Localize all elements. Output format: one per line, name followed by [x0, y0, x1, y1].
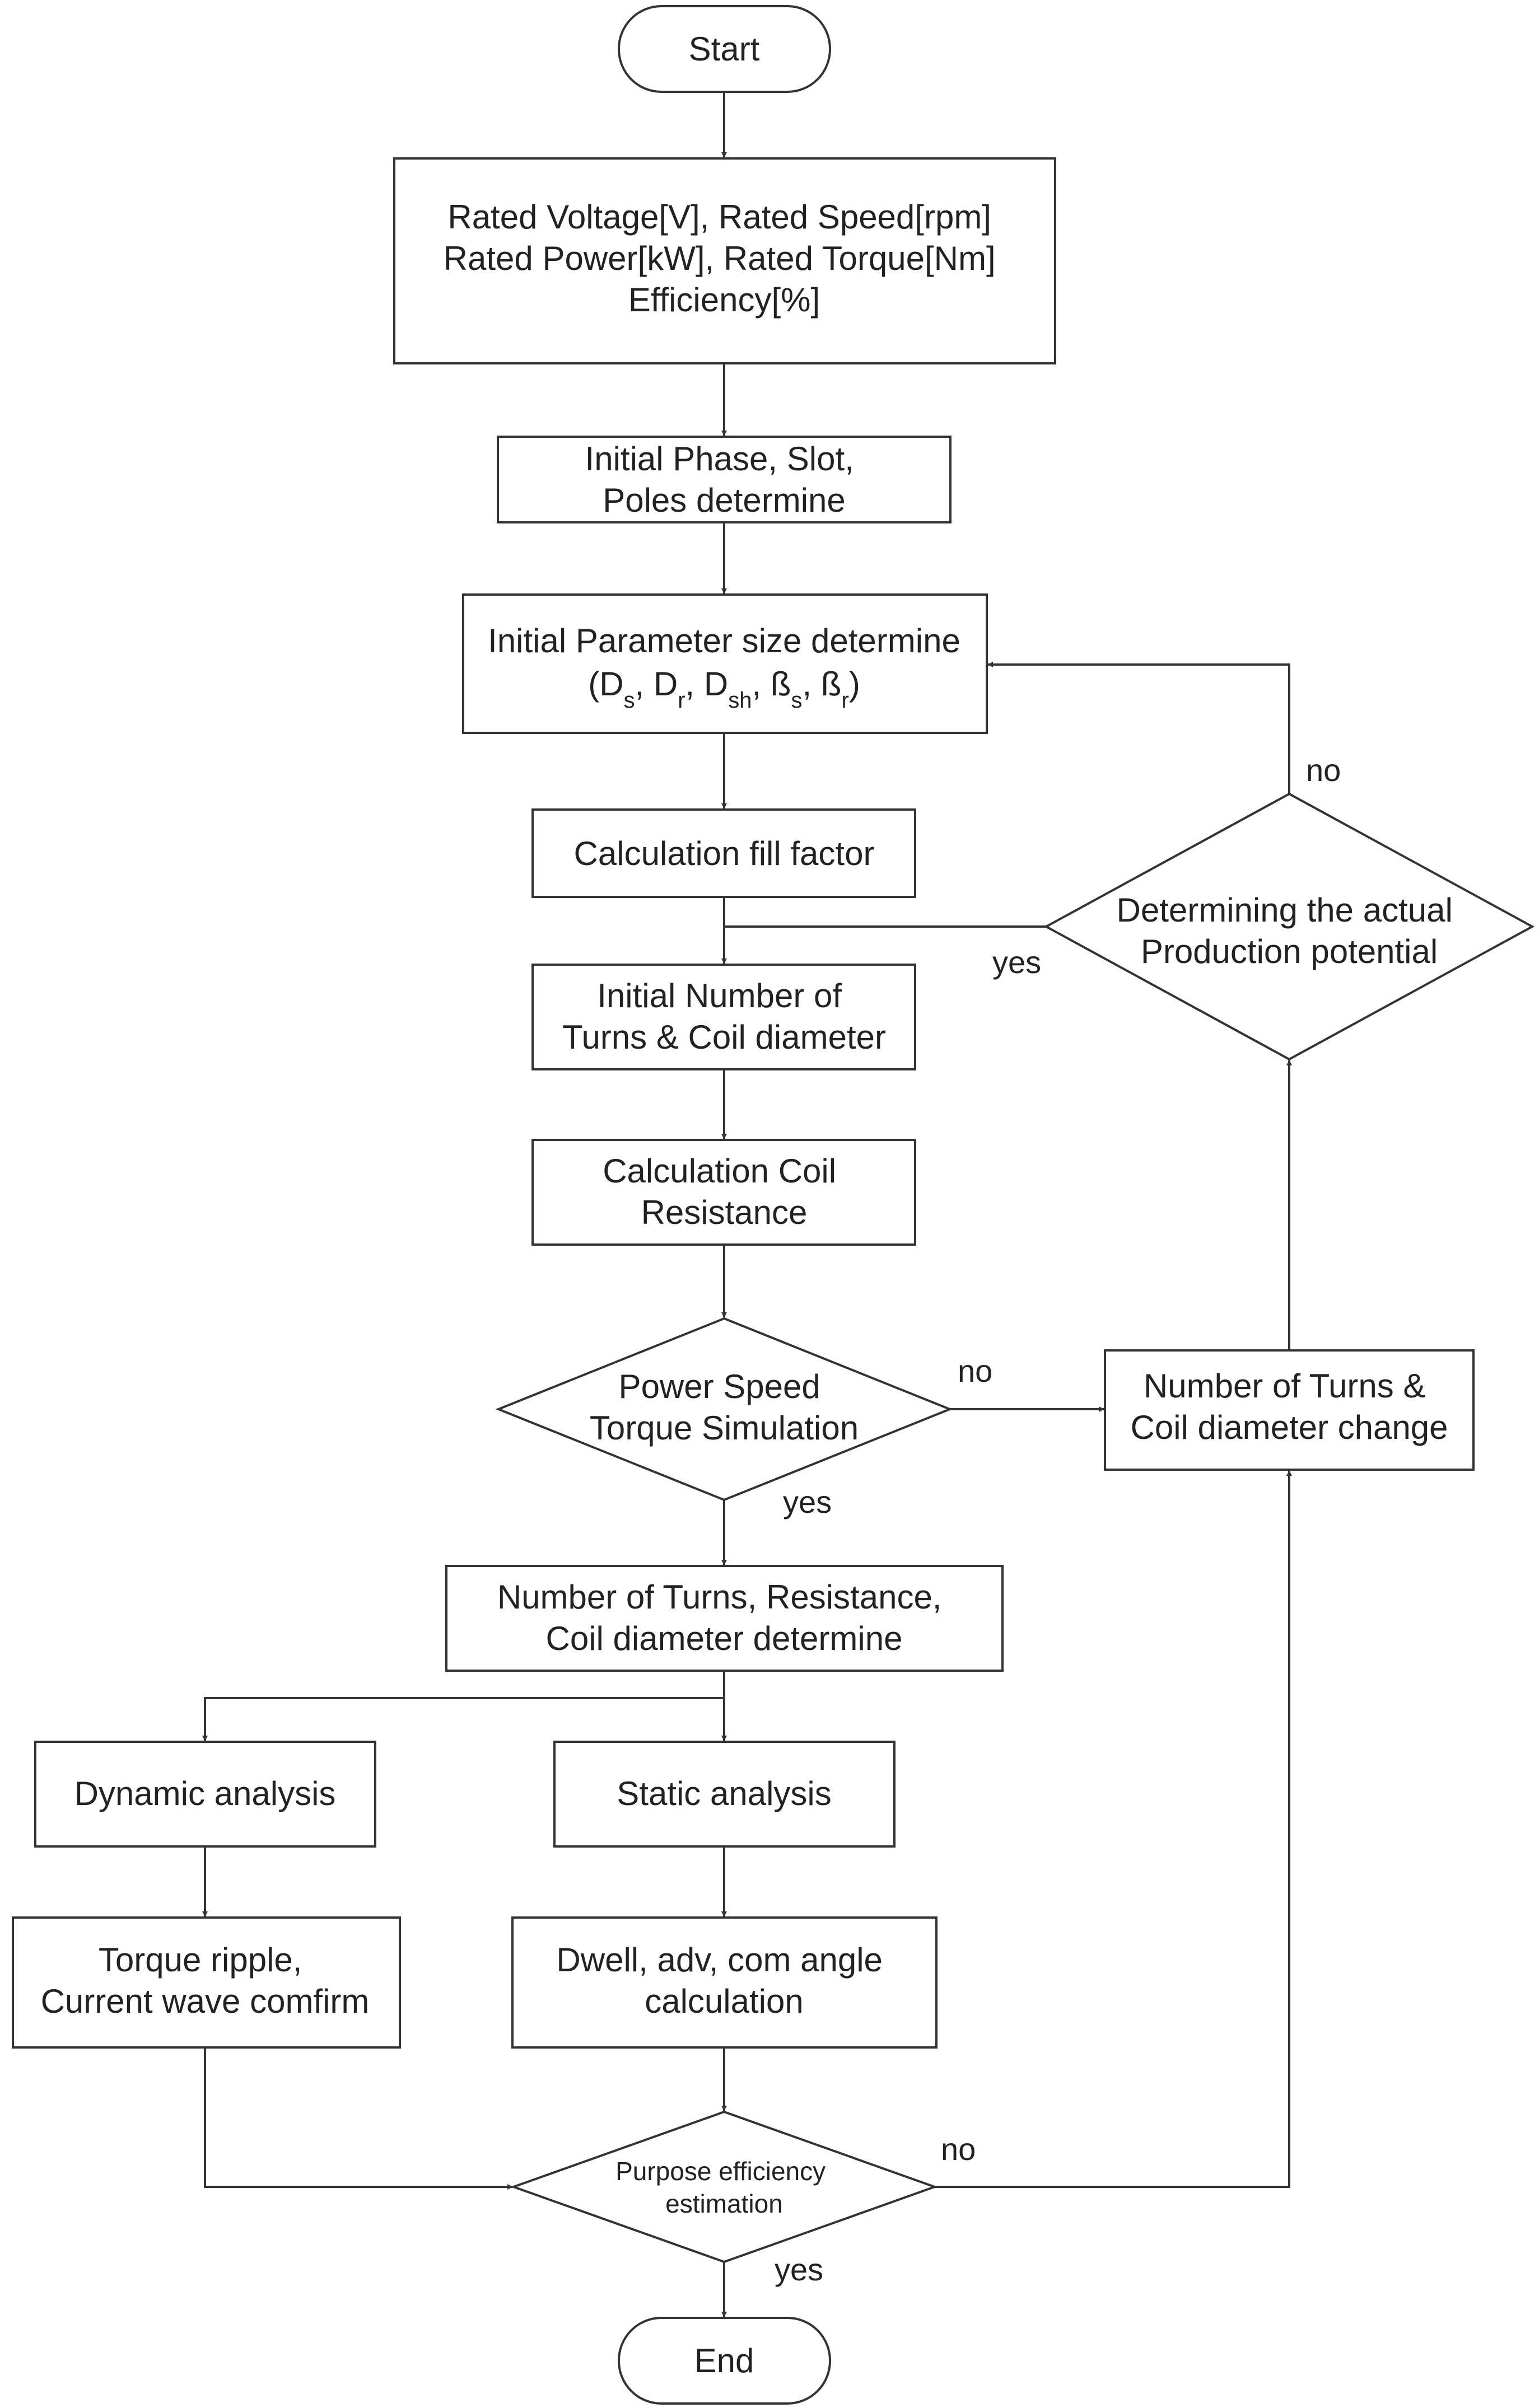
node-production-label: Determining the actual Production potent… — [1117, 891, 1462, 970]
node-turns-change-label: Number of Turns & Coil diameter change — [1131, 1367, 1448, 1446]
node-dynamic-label: Dynamic analysis — [74, 1775, 336, 1812]
node-turns-determine-label: Number of Turns, Resistance, Coil diamet… — [497, 1578, 951, 1657]
node-initial-parameter-label: Initial Parameter size determine — [488, 622, 960, 660]
node-initial-parameter: Initial Parameter size determine (Ds, Dr… — [462, 593, 988, 734]
label-efficiency-yes: yes — [775, 2252, 823, 2287]
node-coil-resistance: Calculation Coil Resistance — [531, 1139, 916, 1246]
node-simulation: Power Speed Torque Simulation — [495, 1317, 953, 1502]
node-initial-phase: Initial Phase, Slot, Poles determine — [497, 436, 952, 523]
label-efficiency-no: no — [941, 2131, 976, 2167]
node-end: End — [618, 2317, 831, 2405]
node-initial-phase-label: Initial Phase, Slot, Poles determine — [585, 440, 864, 519]
edge-ripple-to-efficiency — [204, 2047, 513, 2190]
node-torque-ripple: Torque ripple, Current wave comfirm — [12, 1916, 401, 2049]
node-initial-turns: Initial Number of Turns & Coil diameter — [531, 964, 916, 1070]
node-production: Determining the actual Production potent… — [1043, 792, 1535, 1061]
node-rated-inputs-label: Rated Voltage[V], Rated Speed[rpm] Rated… — [444, 198, 1005, 319]
node-turns-change: Number of Turns & Coil diameter change — [1104, 1349, 1475, 1471]
node-fill-factor: Calculation fill factor — [531, 808, 916, 898]
node-start-label: Start — [689, 30, 760, 68]
node-coil-resistance-label: Calculation Coil Resistance — [603, 1152, 846, 1231]
edge-determine-to-dynamic — [202, 1697, 724, 1741]
node-simulation-label: Power Speed Torque Simulation — [590, 1368, 859, 1447]
node-initial-parameter-symbols: (Ds, Dr, Dsh, ßs, ßr) — [588, 665, 860, 713]
node-dwell-label: Dwell, adv, com angle calculation — [556, 1941, 892, 2020]
node-end-label: End — [694, 2342, 754, 2379]
node-rated-inputs: Rated Voltage[V], Rated Speed[rpm] Rated… — [393, 157, 1056, 364]
edge-production-no — [987, 662, 1290, 794]
label-production-yes: yes — [992, 945, 1041, 980]
node-fill-factor-label: Calculation fill factor — [574, 835, 875, 872]
node-dwell: Dwell, adv, com angle calculation — [511, 1916, 938, 2049]
node-start: Start — [618, 5, 831, 93]
node-turns-determine: Number of Turns, Resistance, Coil diamet… — [445, 1565, 1004, 1672]
node-initial-turns-label: Initial Number of Turns & Coil diameter — [562, 977, 886, 1056]
label-simulation-no: no — [958, 1353, 992, 1388]
label-simulation-yes: yes — [783, 1484, 832, 1519]
node-static: Static analysis — [553, 1741, 896, 1848]
label-production-no: no — [1306, 752, 1341, 788]
node-efficiency: Purpose efficiency estimation — [510, 2110, 938, 2264]
node-efficiency-label: Purpose efficiency estimation — [615, 2157, 833, 2218]
node-torque-ripple-label: Torque ripple, Current wave comfirm — [41, 1941, 370, 2020]
node-dynamic: Dynamic analysis — [34, 1741, 376, 1848]
edge-efficiency-no — [935, 1470, 1292, 2188]
node-static-label: Static analysis — [617, 1775, 832, 1812]
